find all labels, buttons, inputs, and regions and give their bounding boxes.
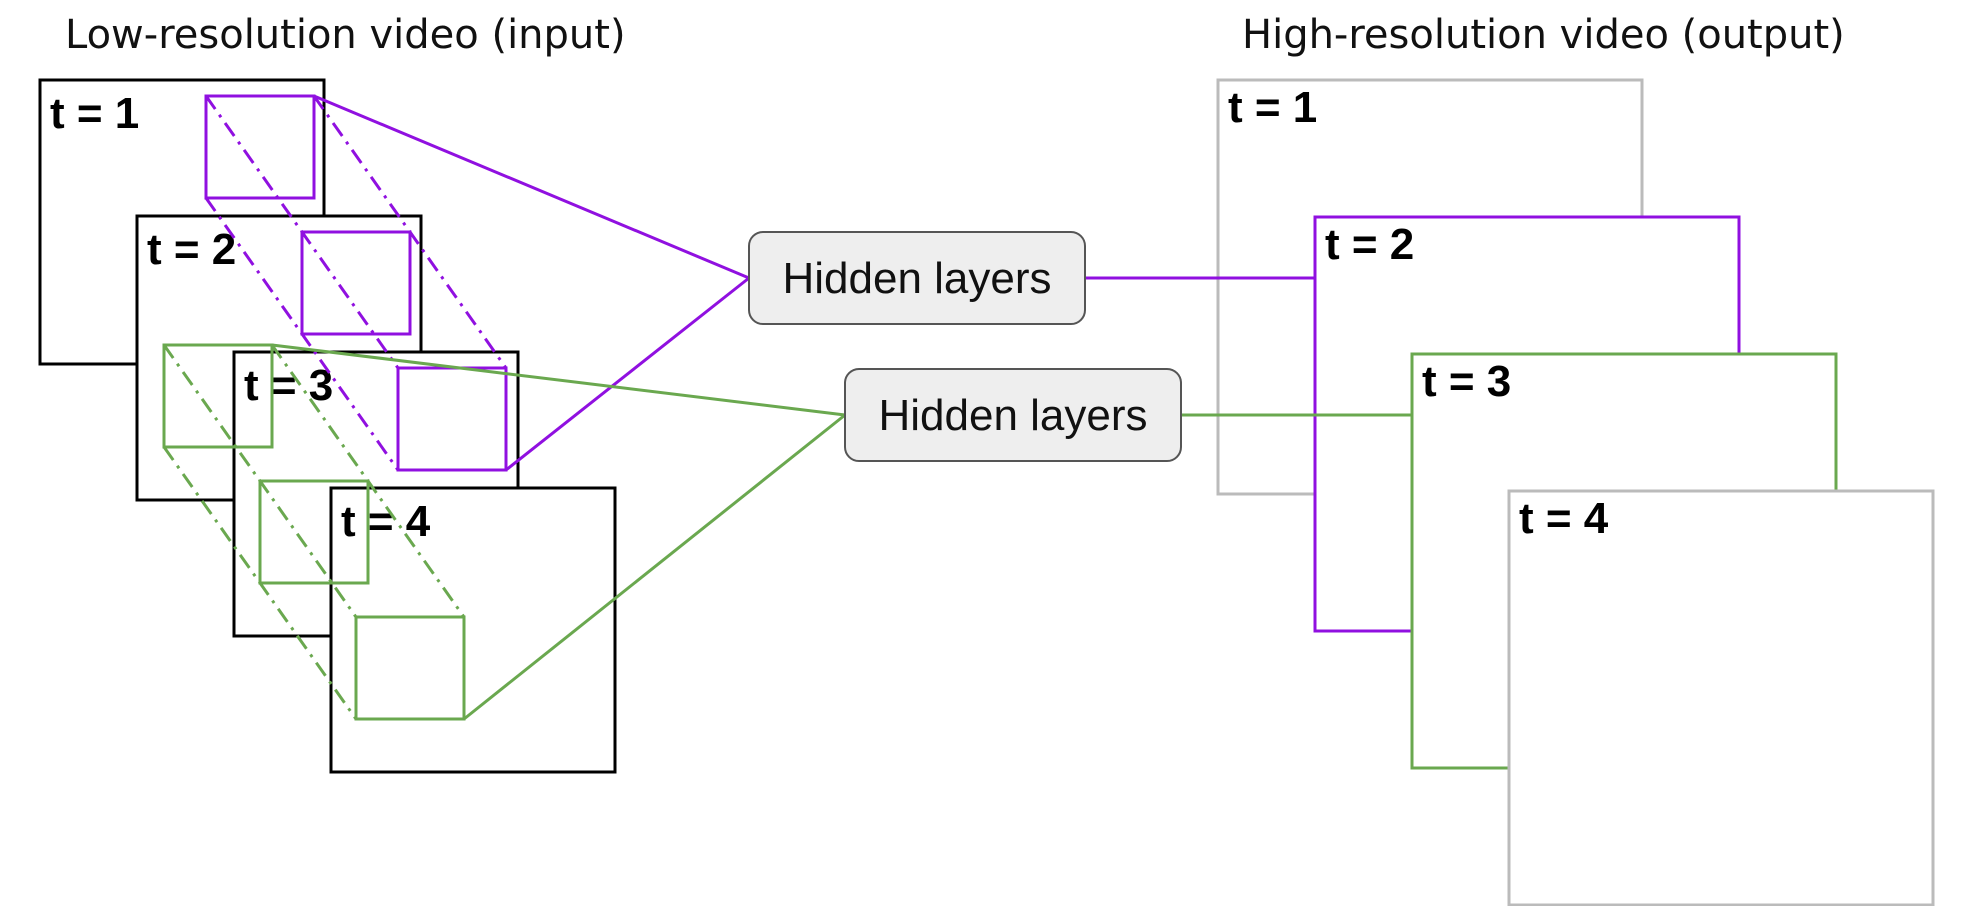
green-patch-to-node — [271, 343, 846, 417]
green-patch-connector — [162, 344, 358, 618]
output-frame-4-label: t = 4 — [1519, 494, 1609, 543]
input-frame-2-label: t = 2 — [147, 225, 236, 274]
purple-patch-connector — [312, 95, 508, 369]
output-frame-2-label: t = 2 — [1325, 220, 1414, 269]
purple-patch-connector — [204, 197, 400, 471]
green-patch-stack — [162, 343, 466, 721]
purple-patch-t1 — [204, 94, 316, 200]
hidden-layers-node-purple: Hidden layers — [748, 231, 1086, 325]
green-patch-t3 — [258, 479, 370, 585]
green-patch-to-node — [463, 413, 846, 721]
green-patch-connector — [162, 446, 358, 720]
input-frame-4-label: t = 4 — [341, 497, 431, 546]
green-patch-connector — [270, 344, 466, 618]
purple-patch-t2 — [300, 230, 412, 336]
green-patch-t2 — [162, 343, 274, 449]
output-frame-1-label: t = 1 — [1228, 83, 1317, 132]
purple-patch-connector — [204, 95, 400, 369]
purple-patch-to-node — [313, 94, 750, 280]
output-heading: High-resolution video (output) — [1242, 12, 1845, 58]
hidden-layers-node-purple-label: Hidden layers — [782, 254, 1051, 303]
output-frame-4: t = 4 — [1507, 489, 1935, 906]
hidden-layers-node-green: Hidden layers — [844, 368, 1182, 462]
input-frame-1-label: t = 1 — [50, 89, 139, 138]
input-frame-4: t = 4 — [329, 486, 617, 774]
hidden-layers-node-green-label: Hidden layers — [878, 391, 1147, 440]
input-frame-3-label: t = 3 — [244, 361, 333, 410]
input-heading: Low-resolution video (input) — [65, 12, 626, 58]
green-patch-t4 — [354, 615, 466, 721]
green-connections — [271, 343, 1412, 721]
purple-patch-to-node — [505, 276, 750, 472]
output-frame-3-label: t = 3 — [1422, 357, 1511, 406]
purple-patch-stack — [204, 94, 508, 472]
purple-connections — [313, 94, 1315, 472]
